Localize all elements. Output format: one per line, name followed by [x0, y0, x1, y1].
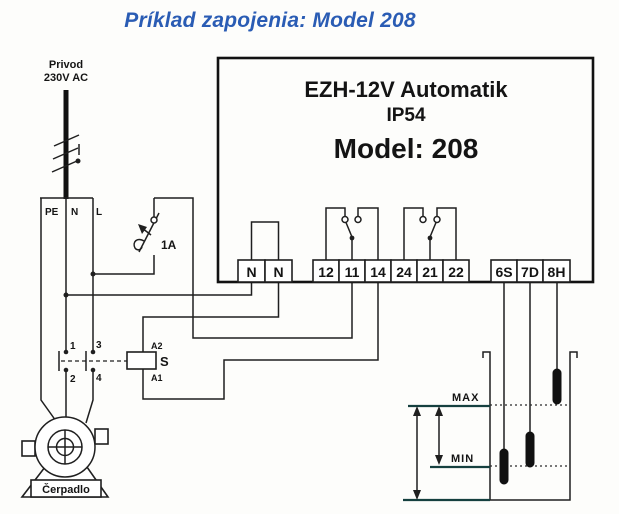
coil-a2-label: A2	[151, 341, 163, 351]
min-label: MIN	[451, 453, 474, 465]
n2-to-a2-wire	[142, 283, 280, 352]
svg-text:N: N	[246, 264, 256, 280]
svg-text:N: N	[273, 264, 283, 280]
pump-tab-right	[94, 428, 109, 445]
svg-text:22: 22	[448, 264, 464, 280]
level-probes	[503, 282, 558, 449]
l-wire	[85, 198, 94, 424]
range-arrow-min-max	[435, 406, 443, 465]
coil-label: S	[160, 354, 169, 369]
svg-text:7D: 7D	[521, 264, 539, 280]
svg-text:11: 11	[345, 264, 360, 280]
fuse-rating-label: 1A	[161, 238, 177, 252]
n1-to-n-wire	[66, 283, 253, 296]
range-arrow-full	[413, 406, 421, 500]
fuse-breaker: 1A	[93, 197, 353, 339]
pump-label: Čerpadlo	[42, 483, 90, 496]
label-n: N	[71, 207, 78, 218]
fuse-bottom-wire	[93, 255, 155, 275]
svg-text:14: 14	[370, 264, 386, 280]
device-outline	[216, 56, 595, 284]
svg-text:21: 21	[422, 264, 438, 280]
l-to-terminal11-wire	[154, 197, 353, 339]
pole-label-2: 2	[70, 374, 76, 385]
device-box: EZH-12V Automatik IP54 Model: 208	[216, 56, 595, 284]
release-arrow-icon	[138, 224, 147, 234]
label-l: L	[96, 207, 102, 218]
relay1-contact-icon	[325, 207, 379, 261]
pe-wire	[40, 198, 57, 422]
pump-symbol: Čerpadlo	[20, 416, 110, 498]
fuse-contact-icon	[150, 216, 158, 224]
pole-label-4: 4	[96, 373, 102, 384]
svg-text:6S: 6S	[495, 264, 512, 280]
device-model: Model: 208	[334, 133, 479, 164]
contactor: 1 2 3 4 A2 S A1	[58, 340, 169, 385]
svg-text:24: 24	[396, 264, 412, 280]
terminal14-to-a1-wire	[142, 283, 379, 400]
page-title: Príklad zapojenia: Model 208	[124, 9, 416, 32]
terminal-22	[442, 259, 470, 283]
svg-text:12: 12	[318, 264, 334, 280]
device-ip-rating: IP54	[386, 105, 426, 126]
electrode-6s-icon	[499, 448, 509, 485]
electrode-7d-icon	[525, 431, 535, 468]
tank-walls	[482, 351, 578, 501]
relay2-contact-icon	[403, 207, 457, 261]
supply-label-line2: 230V AC	[44, 72, 88, 84]
thermal-curl-icon	[133, 238, 145, 251]
coil-box	[126, 351, 157, 370]
n-bridge	[250, 221, 280, 261]
terminal-n2	[264, 259, 293, 283]
pump-nameplate	[30, 479, 102, 498]
terminal-strip: N N 12 11 14 24 21 22 6S 7D 8H	[237, 259, 571, 283]
electrode-8h-icon	[552, 368, 562, 405]
mains-supply: Privod 230V AC	[44, 59, 88, 199]
device-name: EZH-12V Automatik	[304, 77, 508, 102]
svg-text:8H: 8H	[548, 264, 566, 280]
tank: MAX MIN	[403, 351, 578, 502]
pole-label-3: 3	[96, 340, 102, 351]
conductor-count-marks	[51, 134, 81, 173]
supply-label-line1: Privod	[49, 59, 83, 71]
feed-split: PE N L	[40, 197, 102, 424]
coil-a1-label: A1	[151, 373, 163, 383]
pole-label-1: 1	[70, 341, 76, 352]
max-label: MAX	[452, 392, 479, 404]
pump-tab-left	[21, 440, 36, 457]
control-wires	[66, 283, 379, 400]
label-pe: PE	[45, 207, 59, 218]
